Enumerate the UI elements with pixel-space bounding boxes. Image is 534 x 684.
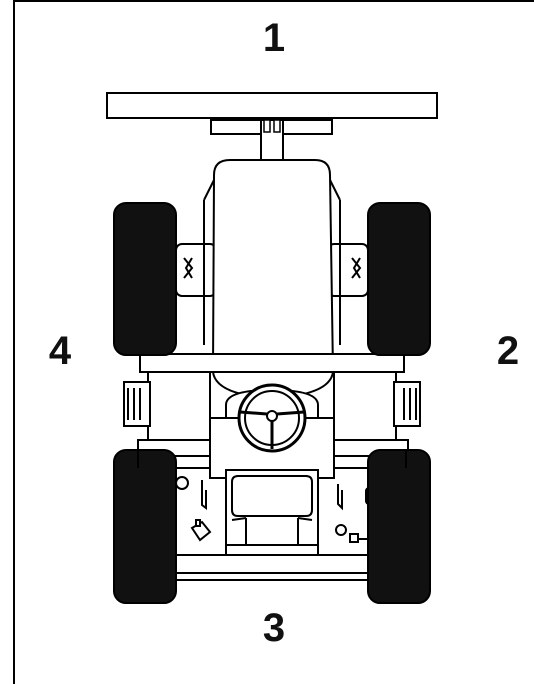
chassis-right-block — [333, 371, 397, 443]
right-lever — [337, 484, 343, 511]
front-left-tire — [113, 202, 177, 356]
chassis-left-block — [147, 371, 211, 443]
front-right-tire — [367, 202, 431, 356]
label-front: 1 — [262, 16, 286, 60]
front-weight-bar — [106, 92, 438, 119]
front-axle-left — [175, 243, 217, 297]
chassis-upper — [139, 353, 405, 373]
right-control-knob — [335, 524, 347, 536]
frame-left-border — [13, 0, 15, 684]
label-left: 4 — [48, 329, 72, 373]
rear-left-tire — [113, 449, 177, 604]
left-lever — [201, 480, 207, 510]
rear-right-tire — [367, 449, 431, 604]
label-rear: 3 — [262, 606, 286, 650]
left-control-knob — [175, 476, 189, 490]
label-right: 2 — [496, 329, 520, 373]
frame-top-border — [13, 0, 534, 2]
rear-drawbar — [165, 554, 377, 574]
front-axle-right — [327, 243, 369, 297]
